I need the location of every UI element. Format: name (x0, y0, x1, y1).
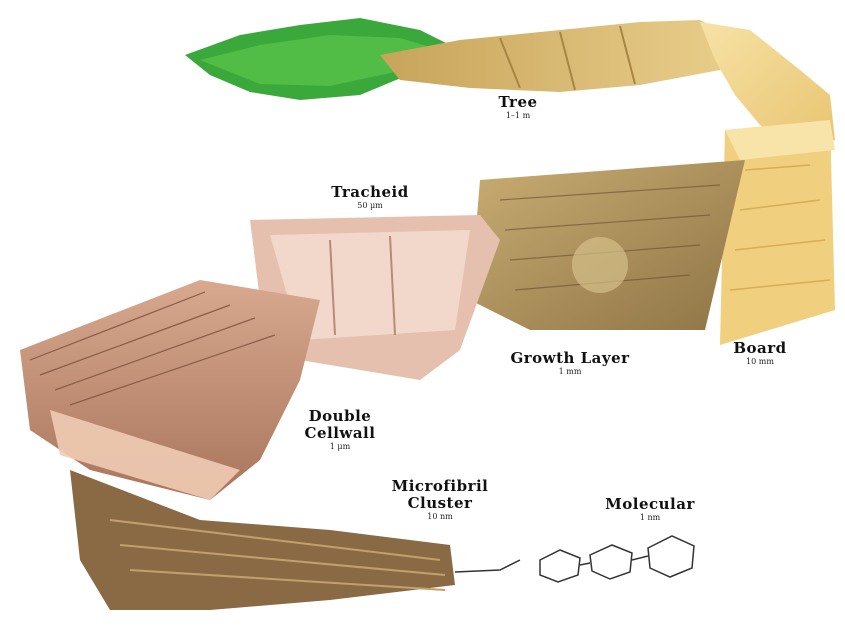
molecular-chain (455, 536, 694, 582)
label-growth-layer-scale: 1 mm (490, 367, 650, 377)
label-microfibril-cluster: Microfibril Cluster 10 nm (370, 478, 510, 522)
label-double-cellwall: Double Cellwall 1 μm (285, 408, 395, 452)
label-growth-layer-title: Growth Layer (490, 350, 650, 367)
label-tree-scale: 1–1 m (478, 111, 558, 121)
label-tree: Tree 1–1 m (478, 94, 558, 121)
label-double-cellwall-line2: Cellwall (285, 425, 395, 442)
label-tree-title: Tree (478, 94, 558, 111)
label-molecular-scale: 1 nm (590, 513, 710, 523)
growth-layer-block (470, 160, 745, 330)
label-double-cellwall-scale: 1 μm (285, 442, 395, 452)
label-microfibril-scale: 10 nm (370, 512, 510, 522)
label-tracheid-title: Tracheid (315, 184, 425, 201)
label-double-cellwall-line1: Double (285, 408, 395, 425)
label-board-title: Board (705, 340, 815, 357)
label-tracheid: Tracheid 50 μm (315, 184, 425, 211)
label-board-scale: 10 mm (705, 357, 815, 367)
label-growth-layer: Growth Layer 1 mm (490, 350, 650, 377)
label-tracheid-scale: 50 μm (315, 201, 425, 211)
tree-trunk (380, 20, 740, 92)
label-board: Board 10 mm (705, 340, 815, 367)
label-molecular-title: Molecular (590, 496, 710, 513)
label-molecular: Molecular 1 nm (590, 496, 710, 523)
label-microfibril-line1: Microfibril (370, 478, 510, 495)
cellwall-sheet (20, 280, 320, 500)
label-microfibril-line2: Cluster (370, 495, 510, 512)
